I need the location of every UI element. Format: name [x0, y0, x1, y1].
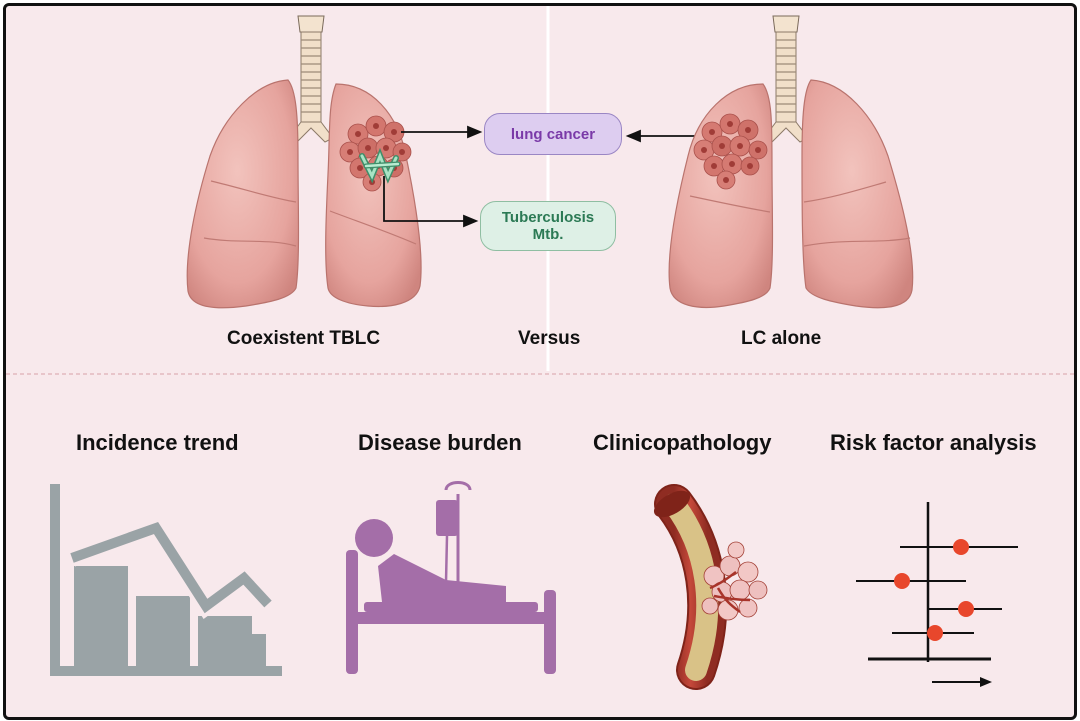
arrow-to-tuberculosis: [383, 176, 479, 228]
lung-cancer-pill: lung cancer: [484, 113, 622, 155]
tuberculosis-pill: Tuberculosis Mtb.: [480, 201, 616, 251]
coexistent-tblc-label: Coexistent TBLC: [227, 328, 381, 349]
arrow-to-lung-cancer: [401, 125, 483, 139]
bar-trend-chart-icon: [50, 484, 282, 676]
right-lungs-icon: [668, 15, 914, 309]
forest-plot-icon: [856, 502, 1018, 687]
versus-label: Versus: [518, 328, 581, 349]
risk-factor-analysis-title: Risk factor analysis: [830, 430, 1037, 455]
trachea: [288, 15, 334, 143]
mtb-bacilli: [359, 147, 401, 184]
incidence-trend-title: Incidence trend: [76, 430, 239, 455]
clinicopathology-title: Clinicopathology: [593, 430, 772, 455]
lc-alone-label: LC alone: [741, 328, 822, 349]
mtb-text: Mtb.: [532, 226, 564, 243]
disease-burden-title: Disease burden: [358, 430, 522, 455]
left-lungs-icon: [186, 15, 422, 309]
tuberculosis-text: Tuberculosis: [501, 209, 595, 226]
hospital-bed-patient-icon: [346, 481, 556, 674]
lung-cancer-text: lung cancer: [510, 125, 596, 143]
blood-vessel-tumor-icon: [653, 484, 768, 690]
figure-artwork: [6, 6, 1074, 690]
trachea-right: [763, 15, 809, 143]
figure-frame: lung cancer Tuberculosis Mtb. Coexistent…: [3, 3, 1077, 720]
